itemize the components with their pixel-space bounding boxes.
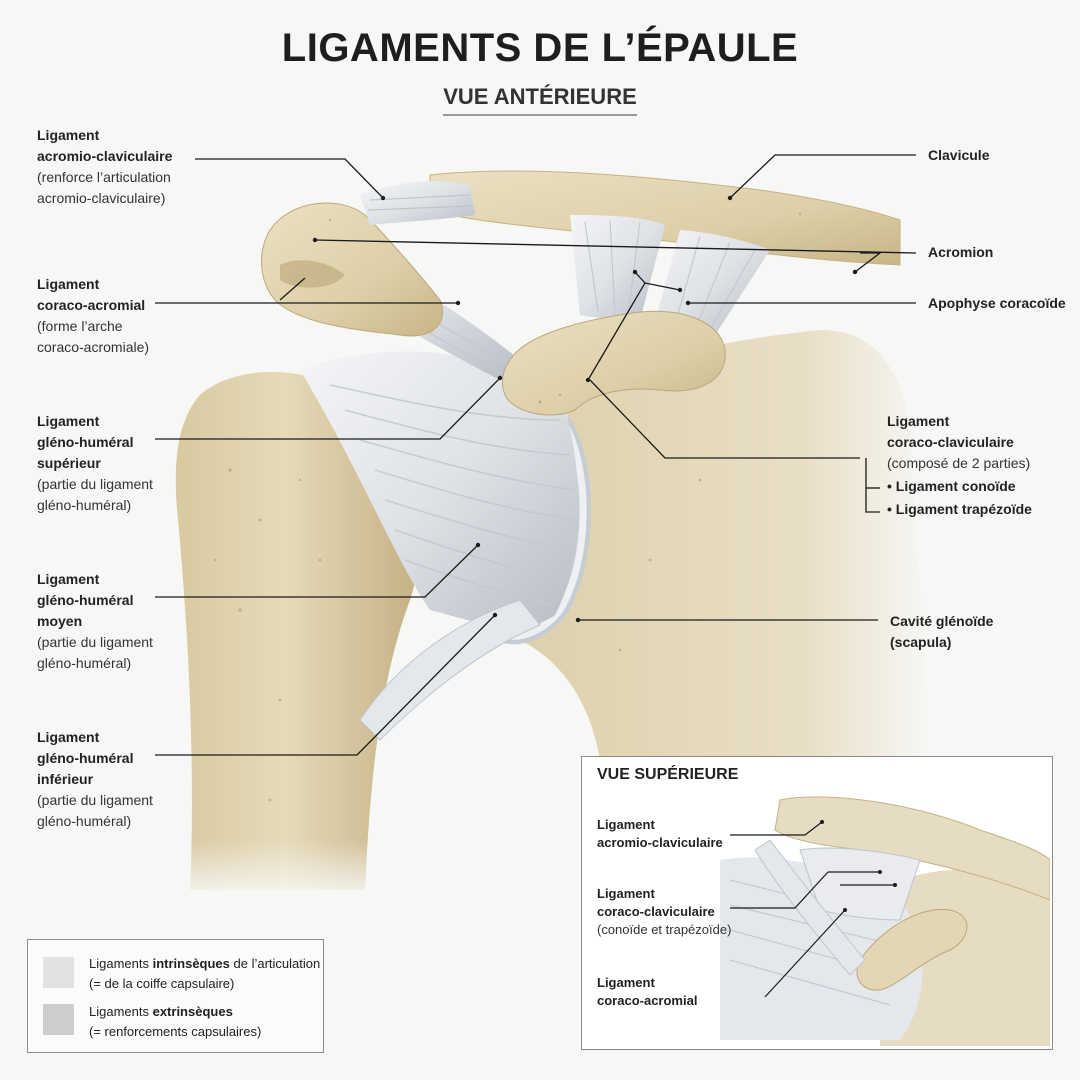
inset-label-acromio-claviculaire: Ligament acromio-claviculaire (597, 817, 723, 850)
label-gleno-humeral-superieur: Ligament gléno-huméral supérieur (partie… (37, 413, 153, 513)
legend-text-intrinseques: Ligaments intrinsèques de l’articulation… (89, 956, 321, 991)
label-acromion: Acromion (928, 244, 994, 260)
label-clavicule: Clavicule (928, 147, 990, 163)
legend: Ligaments intrinsèques de l’articulation… (27, 939, 324, 1053)
label-apophyse-coracoide: Apophyse coracoïde (928, 295, 1066, 311)
label-cavite-glenoide: Cavité glénoïde (scapula) (890, 613, 994, 650)
label-coraco-claviculaire: Ligament coraco-claviculaire (composé de… (887, 411, 1032, 520)
leader-cc-bracket (865, 458, 880, 513)
leader-ca-ligament-acromion (279, 277, 306, 301)
leader-cc-trapezoid (644, 282, 681, 291)
label-acromio-claviculaire: Ligament acromio-claviculaire (renforce … (37, 127, 173, 206)
leader-acromion (314, 239, 917, 254)
label-gleno-humeral-moyen: Ligament gléno-huméral moyen (partie du … (37, 571, 153, 671)
leader-inf-gh (155, 614, 496, 756)
leader-cc-ligament (589, 379, 860, 459)
label-trapezoide: • Ligament trapézoïde (887, 501, 1032, 517)
leader-mid-gh (155, 544, 479, 598)
humerus (175, 371, 420, 890)
conoid-ligament (570, 215, 665, 320)
trapezoid-ligament (655, 230, 770, 335)
leader-acromion-2 (854, 252, 882, 273)
leader-clavicle (729, 154, 916, 199)
label-coraco-acromial: Ligament coraco-acromial (forme l’arche … (37, 276, 150, 355)
inset-label-coraco-acromial: Ligament coraco-acromial (597, 975, 698, 1008)
scapula (520, 330, 930, 760)
leader-sup-gh (155, 377, 501, 440)
legend-text-extrinseques: Ligaments extrinsèques (= renforcements … (89, 1004, 262, 1039)
page-title: LIGAMENTS DE L’ÉPAULE (281, 26, 799, 70)
acromio-clavicular-ligament (360, 181, 475, 225)
label-gleno-humeral-inferieur: Ligament gléno-huméral inférieur (partie… (37, 729, 153, 829)
inset-title: VUE SUPÉRIEURE (597, 766, 739, 783)
legend-swatch-extrinseques (43, 1004, 74, 1035)
label-conoide: • Ligament conoïde (887, 478, 1016, 494)
inferior-gh-band (359, 599, 541, 741)
inset-label-coraco-claviculaire: Ligament coraco-claviculaire (conoïde et… (597, 886, 732, 937)
leader-ac-ligament (195, 158, 384, 199)
page-subtitle: VUE ANTÉRIEURE (443, 84, 637, 116)
legend-swatch-intrinseques (43, 957, 74, 988)
coracoid-process (502, 310, 726, 416)
